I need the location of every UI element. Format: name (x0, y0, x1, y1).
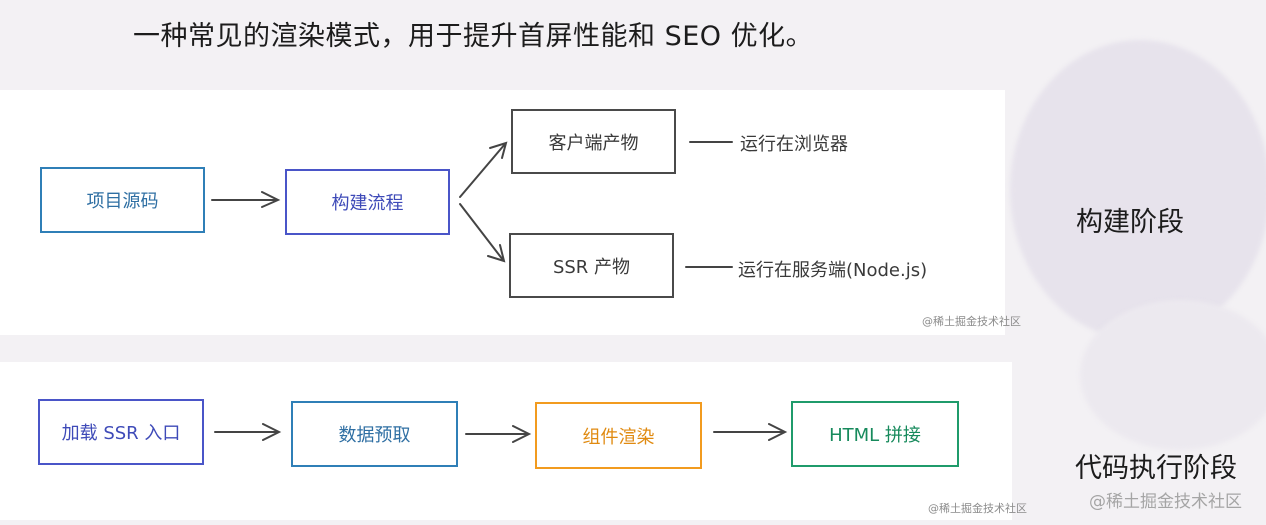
arrow-build-to-client (459, 141, 508, 198)
data-prefetch-box: 数据预取 (291, 401, 458, 467)
html-concat-box: HTML 拼接 (791, 401, 959, 467)
client-bundle-box: 客户端产物 (511, 109, 676, 174)
exec-stage-panel (0, 362, 1012, 520)
build-stage-panel (0, 90, 1005, 335)
component-render-box: 组件渲染 (535, 402, 702, 469)
arrow-step1-to-step2 (214, 423, 282, 441)
source-code-box: 项目源码 (40, 167, 205, 233)
arrow-source-to-build (211, 191, 281, 208)
page-title: 一种常见的渲染模式，用于提升首屏性能和 SEO 优化。 (133, 21, 814, 52)
arrow-build-to-ssr (459, 203, 506, 263)
arrow-step3-to-step4 (713, 423, 788, 441)
ssr-bundle-box: SSR 产物 (509, 233, 674, 298)
load-ssr-entry-box: 加载 SSR 入口 (38, 399, 204, 465)
footer-watermark: @稀土掘金技术社区 (1089, 492, 1242, 512)
build-stage-label: 构建阶段 (1076, 207, 1184, 238)
ssr-runtime-note: 运行在服务端(Node.js) (738, 260, 928, 281)
build-panel-watermark: @稀土掘金技术社区 (922, 315, 1021, 328)
build-process-box: 构建流程 (285, 169, 450, 235)
exec-stage-label: 代码执行阶段 (1075, 453, 1237, 484)
background-shape (1080, 300, 1266, 450)
arrow-step2-to-step3 (465, 425, 532, 443)
exec-panel-watermark: @稀土掘金技术社区 (928, 502, 1027, 515)
background-shape (1010, 40, 1266, 340)
client-runtime-note: 运行在浏览器 (740, 134, 848, 155)
